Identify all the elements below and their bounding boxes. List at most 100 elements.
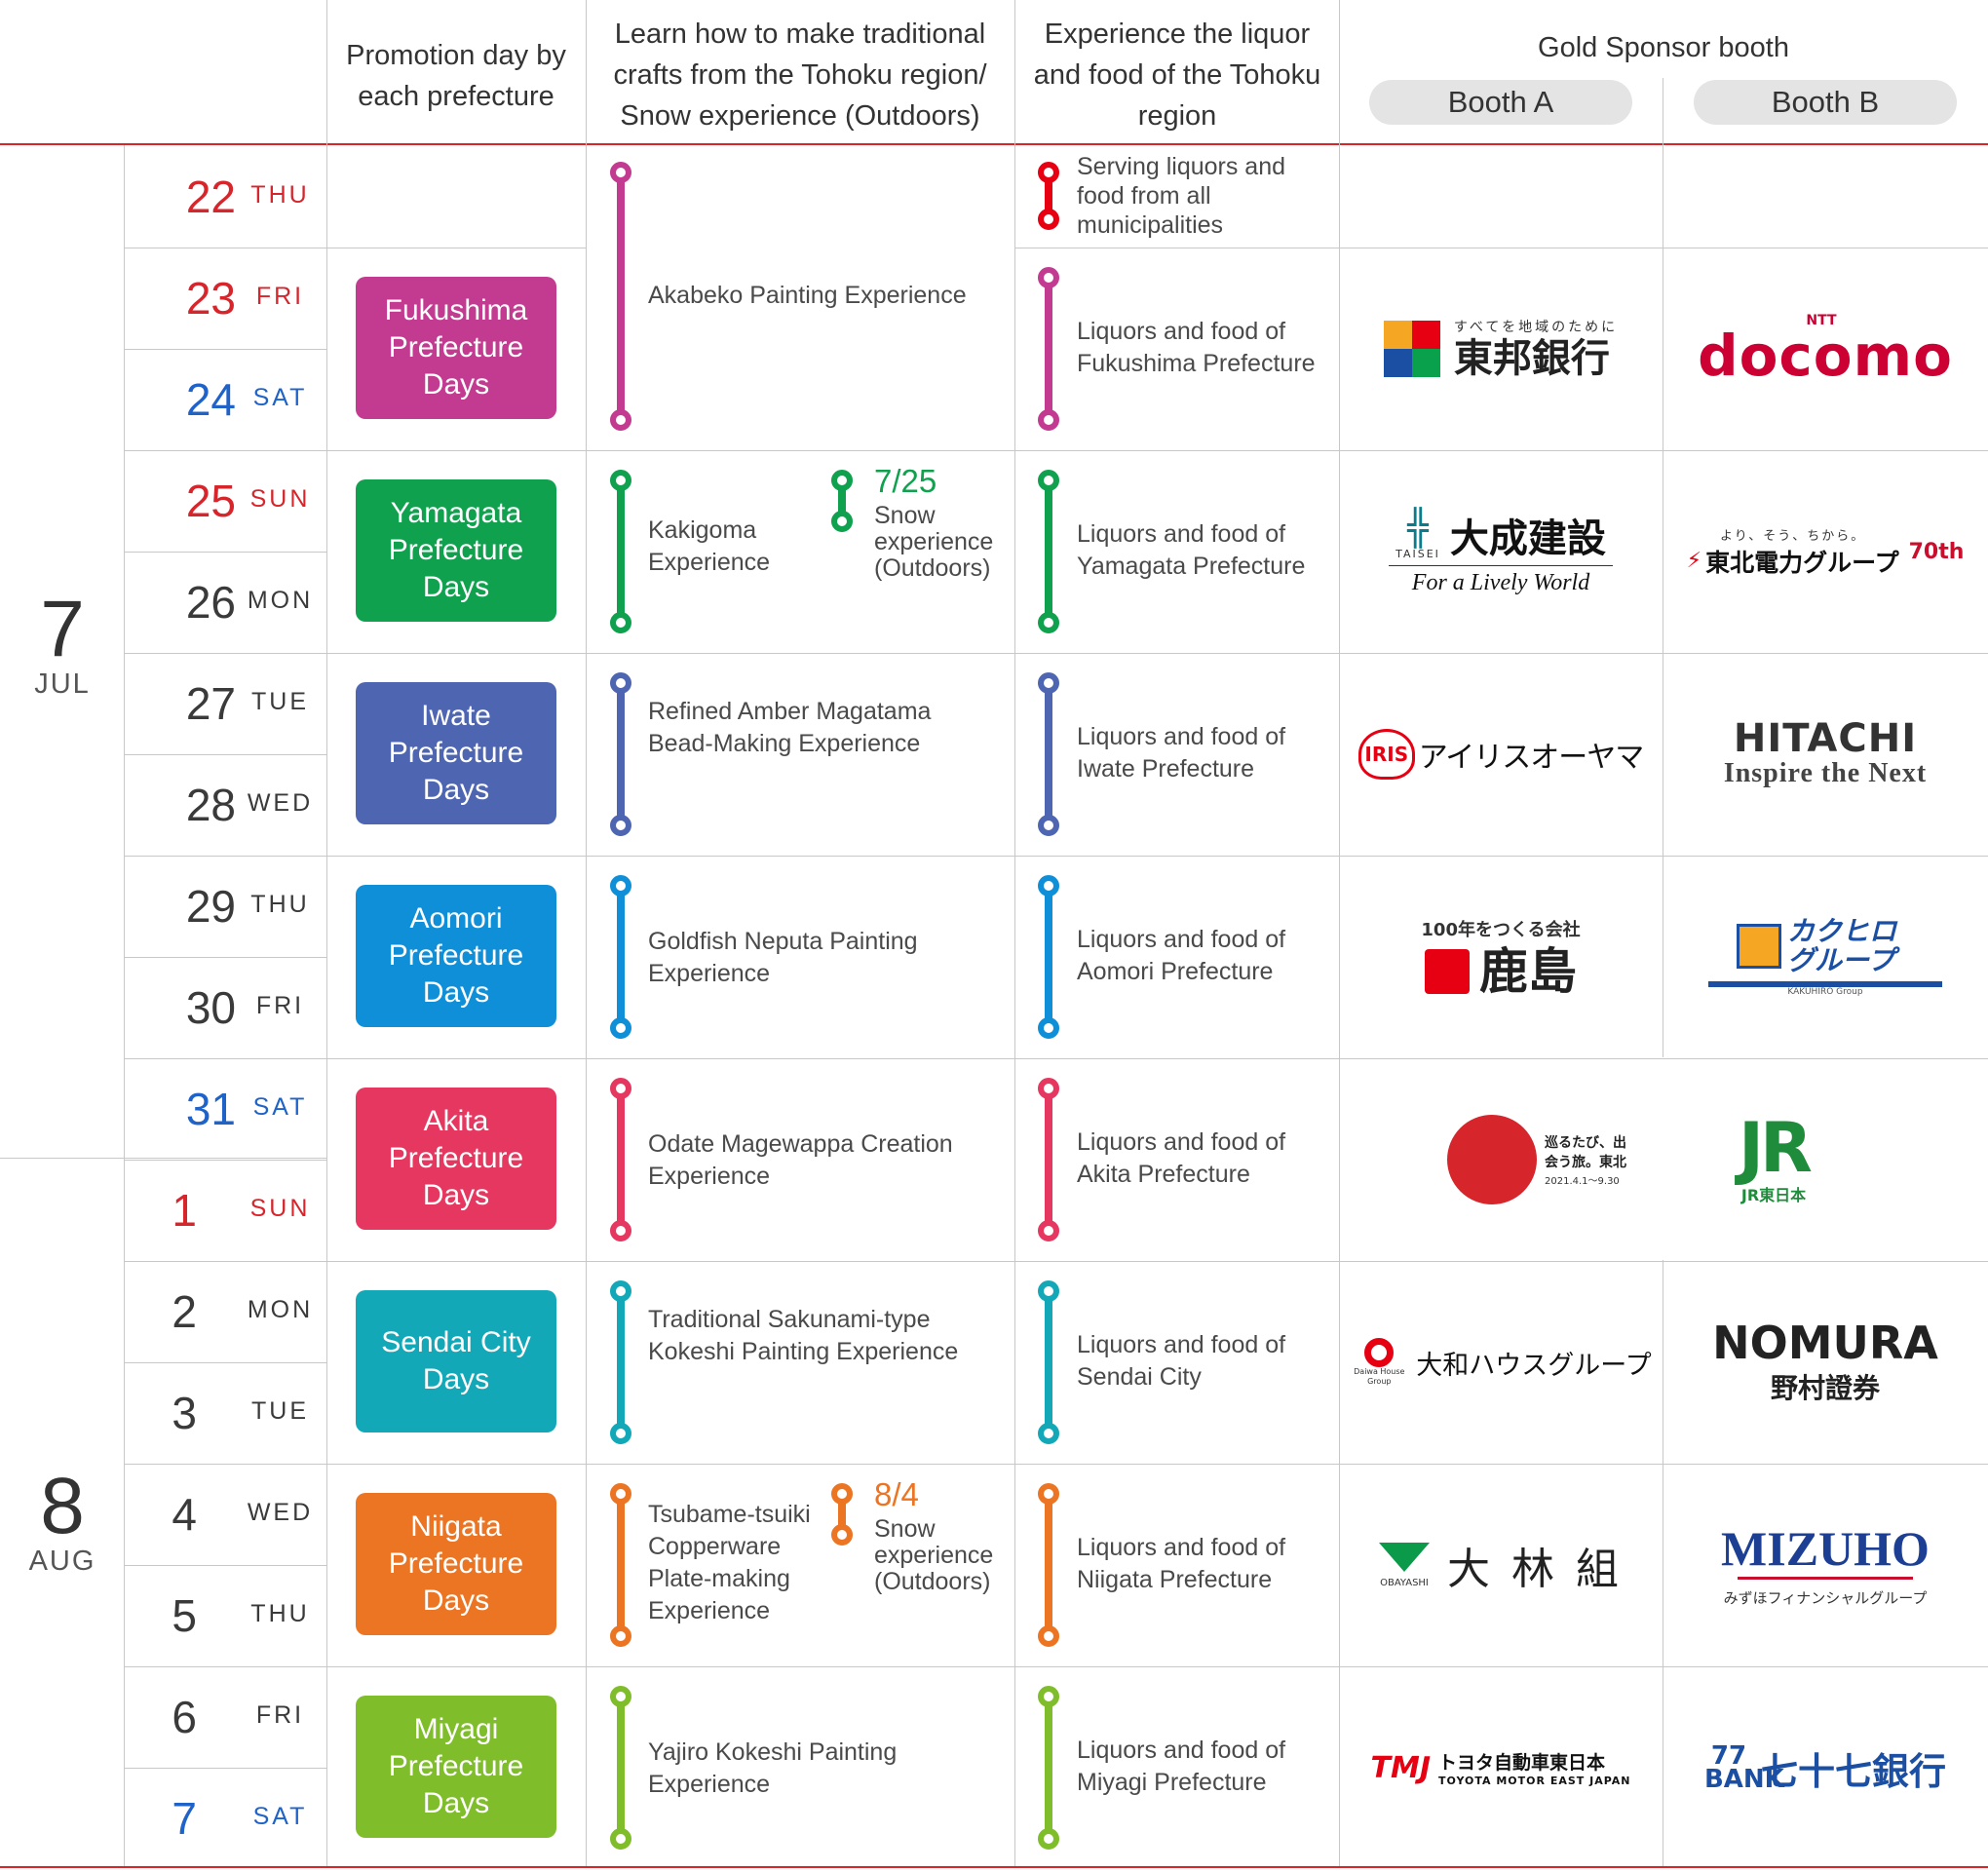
header-liquor: Experience the liquor and food of the To… xyxy=(1033,19,1321,132)
day-divider xyxy=(125,1768,326,1769)
day-weekday: MON xyxy=(247,1296,314,1323)
campaign-dates: 2021.4.1～9.30 xyxy=(1545,1175,1620,1187)
snow-bar xyxy=(831,470,853,532)
promo-day-pill: Aomori Prefecture Days xyxy=(356,885,556,1027)
tohoku-tagline: より、そう、ちから。 xyxy=(1719,528,1866,544)
day-row: 2 MON xyxy=(125,1261,326,1362)
block-divider xyxy=(125,1058,1988,1059)
block-divider xyxy=(125,1666,1988,1667)
taisei-small: TAISEI xyxy=(1395,547,1440,560)
nomura-name: NOMURA xyxy=(1712,1317,1938,1369)
mizuho-rule xyxy=(1738,1577,1913,1580)
block-divider xyxy=(125,856,1988,857)
liquor-text: Liquors and food of Akita Prefecture xyxy=(1077,1128,1286,1188)
block-divider xyxy=(125,653,1988,654)
day-weekday: SAT xyxy=(252,1093,308,1121)
liquor-bar xyxy=(1038,672,1059,836)
day-weekday: SAT xyxy=(252,384,308,411)
hitachi-name: HITACHI xyxy=(1733,716,1918,761)
tmej-name: トヨタ自動車東日本 xyxy=(1437,1752,1605,1774)
booth-a-logo: すべてを地域のために東邦銀行 xyxy=(1345,277,1657,421)
month-aug-name: AUG xyxy=(28,1546,96,1577)
block-divider xyxy=(125,1261,1988,1262)
taisei-tagline: For a Lively World xyxy=(1411,570,1590,595)
craft-text: Kakigoma Experience xyxy=(648,516,771,576)
booth-a-label: Booth A xyxy=(1369,80,1632,125)
day-number: 28 xyxy=(185,780,236,830)
col-divider-month xyxy=(124,145,125,1866)
docomo-name: docomo xyxy=(1698,323,1953,389)
tohoku-campaign-row: 巡るたび、出会う旅。東北 2021.4.1～9.30 xyxy=(1447,1115,1632,1204)
header-rule xyxy=(0,143,1988,145)
liquor-text: Liquors and food of Sendai City xyxy=(1077,1331,1286,1391)
day-weekday: SUN xyxy=(249,485,311,513)
iris-name: アイリスオーヤマ xyxy=(1418,741,1644,775)
promo-day-pill: Yamagata Prefecture Days xyxy=(356,479,556,622)
booth-a-logo: 100年をつくる会社鹿島 xyxy=(1345,885,1657,1029)
taisei-rule xyxy=(1389,565,1613,566)
snow-text: Snow experience (Outdoors) xyxy=(874,1515,994,1595)
promo-day-pill: Niigata Prefecture Days xyxy=(356,1493,556,1635)
craft-text: Traditional Sakunami-type Kokeshi Painti… xyxy=(648,1306,959,1365)
craft-bar xyxy=(610,470,631,633)
day-number: 24 xyxy=(185,374,236,425)
taisei-mark-icon: ╬TAISEI xyxy=(1395,510,1440,560)
tohoku-text: より、そう、ちから。⚡東北電力グループ xyxy=(1687,525,1899,579)
campaign-text: 巡るたび、出会う旅。東北 2021.4.1～9.30 xyxy=(1545,1133,1632,1187)
month-aug-number: 8 xyxy=(40,1462,85,1550)
liquor-bar xyxy=(1038,875,1059,1039)
day-number: 2 xyxy=(172,1286,197,1337)
day-weekday: FRI xyxy=(255,992,305,1019)
mizuho-tagline: みずほフィナンシャルグループ xyxy=(1723,1589,1928,1607)
taisei-name: 大成建設 xyxy=(1449,516,1606,561)
campaign-title: 巡るたび、出会う旅。東北 xyxy=(1545,1134,1626,1170)
jr-name: JR東日本 xyxy=(1740,1186,1807,1204)
kajima-row: 鹿島 xyxy=(1425,945,1577,998)
day-number: 7 xyxy=(172,1793,197,1844)
day-divider xyxy=(125,957,326,958)
promo-day-pill: Iwate Prefecture Days xyxy=(356,682,556,824)
liquor-text: Liquors and food of Miyagi Prefecture xyxy=(1077,1737,1286,1796)
day-divider xyxy=(125,1362,326,1363)
day-weekday: THU xyxy=(250,1600,310,1627)
akabeko-text: Akabeko Painting Experience xyxy=(648,282,967,309)
liquor-bar xyxy=(1038,1280,1059,1444)
day-number: 29 xyxy=(185,881,236,932)
month-divider xyxy=(0,1158,326,1159)
craft-bar xyxy=(610,1280,631,1444)
day-divider xyxy=(125,1565,326,1566)
obayashi-mark: OBAYASHI xyxy=(1379,1542,1430,1588)
booth-a-logo: 巡るたび、出会う旅。東北 2021.4.1～9.30 xyxy=(1384,1088,1696,1232)
kakuhiro-name: カクヒログループ xyxy=(1787,915,1897,976)
akabeko-bar xyxy=(610,162,631,431)
daiwa-small: Daiwa House Group xyxy=(1354,1367,1405,1386)
obayashi-small: OBAYASHI xyxy=(1380,1577,1429,1588)
promo-day-pill: Akita Prefecture Days xyxy=(356,1088,556,1230)
col-divider-craft xyxy=(1014,0,1015,1866)
col-divider-liquor xyxy=(1339,0,1340,1866)
day-weekday: FRI xyxy=(255,283,305,310)
liquor-bar xyxy=(1038,267,1059,431)
day-number: 4 xyxy=(172,1489,197,1540)
col-divider-promo xyxy=(586,0,587,1866)
booth-b-label: Booth B xyxy=(1694,80,1957,125)
tohoku-name-row: ⚡東北電力グループ xyxy=(1687,544,1899,579)
